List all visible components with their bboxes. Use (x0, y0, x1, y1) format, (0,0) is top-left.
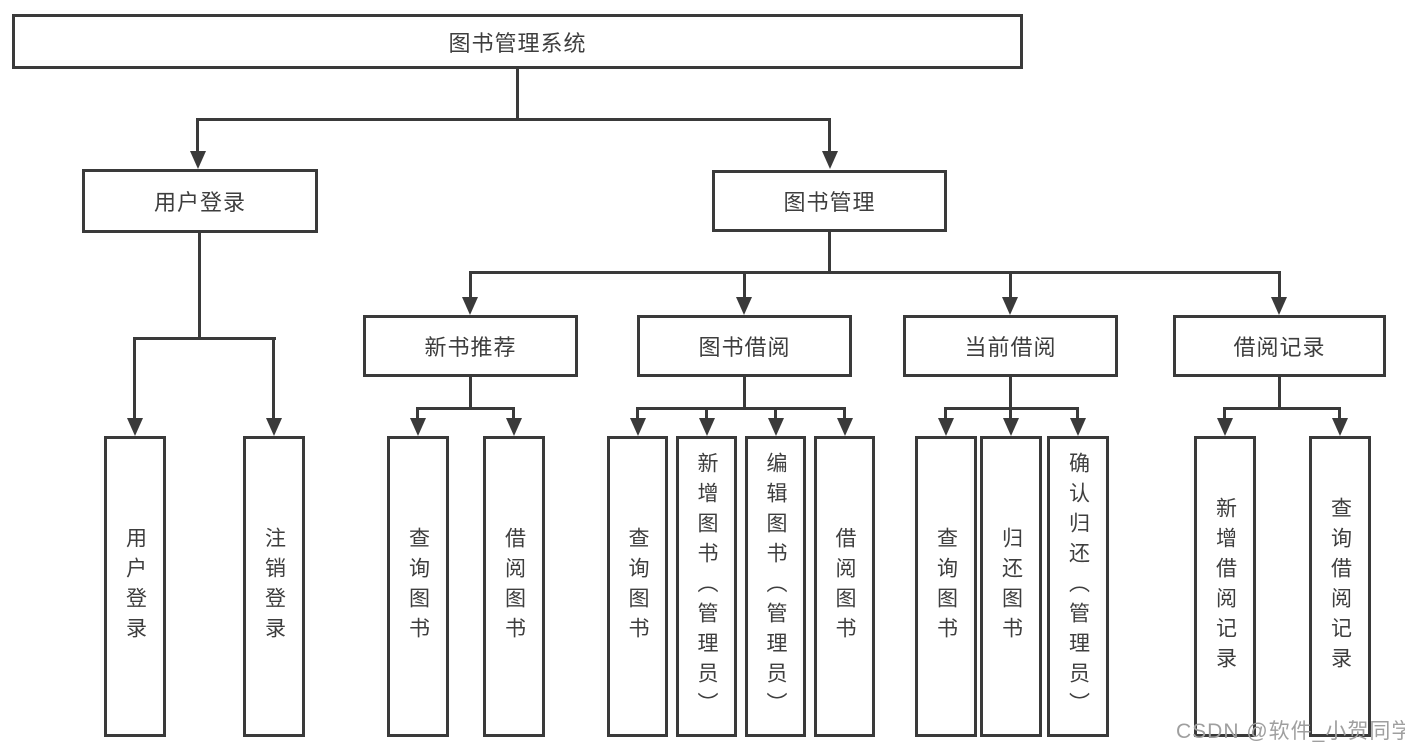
node-leaf-add-borrow-record: 新增借阅记录 (1194, 436, 1256, 737)
connector-line (705, 407, 708, 420)
connector-line (944, 407, 947, 420)
node-label: 图书管理 (783, 190, 876, 215)
connector-line (1009, 271, 1012, 299)
node-current-borrowing: 当前借阅 (903, 315, 1118, 377)
node-label: 借阅图书 (502, 526, 526, 647)
node-leaf-add-books-admin: 新增图书（管理员） (676, 436, 737, 737)
arrow-down-icon (1332, 418, 1348, 436)
node-book-borrowing: 图书借阅 (637, 315, 852, 377)
node-label: 图书管理系统 (448, 30, 587, 56)
arrow-down-icon (736, 297, 752, 315)
node-label: 查询图书 (934, 526, 958, 647)
node-book-management: 图书管理 (712, 170, 947, 232)
node-label: 注销登录 (262, 526, 286, 647)
arrow-down-icon (630, 418, 646, 436)
connector-line (135, 337, 276, 340)
node-new-book-recommendation: 新书推荐 (363, 315, 578, 377)
connector-line (1278, 377, 1281, 407)
node-label: 新增借阅记录 (1213, 496, 1237, 677)
node-label: 查询图书 (626, 526, 649, 647)
connector-line (272, 337, 275, 420)
arrow-down-icon (1002, 297, 1018, 315)
arrow-down-icon (410, 418, 426, 436)
connector-line (774, 407, 777, 420)
node-label: 编辑图书（管理员） (764, 451, 787, 722)
node-label: 借阅图书 (833, 526, 856, 647)
connector-line (418, 407, 515, 410)
node-label: 查询借阅记录 (1328, 496, 1352, 677)
node-leaf-borrow-books-1: 借阅图书 (483, 436, 545, 737)
arrow-down-icon (699, 418, 715, 436)
node-leaf-borrow-books-2: 借阅图书 (814, 436, 875, 737)
connector-line (516, 69, 519, 119)
node-leaf-edit-books-admin: 编辑图书（管理员） (745, 436, 806, 737)
arrow-down-icon (1070, 418, 1086, 436)
connector-line (743, 271, 746, 299)
connector-line (1076, 407, 1079, 420)
connector-line (638, 407, 845, 410)
node-label: 归还图书 (999, 526, 1023, 647)
node-leaf-query-books-3: 查询图书 (915, 436, 977, 737)
arrow-down-icon (190, 151, 206, 169)
arrow-down-icon (768, 418, 784, 436)
arrow-down-icon (506, 418, 522, 436)
arrow-down-icon (1003, 418, 1019, 436)
connector-line (946, 407, 1079, 410)
node-leaf-user-login: 用户登录 (104, 436, 166, 737)
connector-line (198, 233, 201, 337)
node-leaf-confirm-return-admin: 确认归还（管理员） (1047, 436, 1109, 737)
connector-line (1338, 407, 1341, 420)
node-leaf-query-books-1: 查询图书 (387, 436, 449, 737)
connector-line (512, 407, 515, 420)
node-label: 借阅记录 (1233, 335, 1326, 360)
node-label: 新书推荐 (424, 335, 517, 360)
connector-line (469, 271, 472, 299)
connector-line (843, 407, 846, 420)
connector-line (1009, 377, 1012, 407)
connector-line (196, 118, 199, 154)
connector-line (470, 271, 1281, 274)
node-label: 新增图书（管理员） (695, 451, 718, 722)
connector-line (1225, 407, 1341, 410)
arrow-down-icon (1217, 418, 1233, 436)
node-label: 用户登录 (153, 190, 246, 215)
node-label: 查询图书 (406, 526, 430, 647)
connector-line (636, 407, 639, 420)
node-user-login: 用户登录 (82, 169, 318, 233)
node-label: 图书借阅 (698, 335, 791, 360)
connector-line (743, 377, 746, 407)
connector-line (469, 377, 472, 407)
node-library-management-system: 图书管理系统 (12, 14, 1023, 69)
arrow-down-icon (462, 297, 478, 315)
connector-line (133, 337, 136, 420)
node-leaf-return-books: 归还图书 (980, 436, 1042, 737)
arrow-down-icon (837, 418, 853, 436)
node-leaf-query-books-2: 查询图书 (607, 436, 668, 737)
node-label: 用户登录 (123, 526, 147, 647)
node-leaf-logout-login: 注销登录 (243, 436, 305, 737)
arrow-down-icon (938, 418, 954, 436)
csdn-watermark: CSDN @软件_小贺同学 (1176, 720, 1405, 743)
node-leaf-query-borrow-record: 查询借阅记录 (1309, 436, 1371, 737)
arrow-down-icon (266, 418, 282, 436)
connector-line (1278, 271, 1281, 299)
node-borrowing-records: 借阅记录 (1173, 315, 1386, 377)
arrow-down-icon (127, 418, 143, 436)
connector-line (197, 118, 830, 121)
node-label: 当前借阅 (964, 335, 1057, 360)
connector-line (1223, 407, 1226, 420)
arrow-down-icon (822, 151, 838, 169)
arrow-down-icon (1271, 297, 1287, 315)
node-label: 确认归还（管理员） (1066, 451, 1090, 722)
connector-line (828, 232, 831, 271)
connector-line (416, 407, 419, 420)
connector-line (828, 118, 831, 154)
connector-line (1009, 407, 1012, 420)
